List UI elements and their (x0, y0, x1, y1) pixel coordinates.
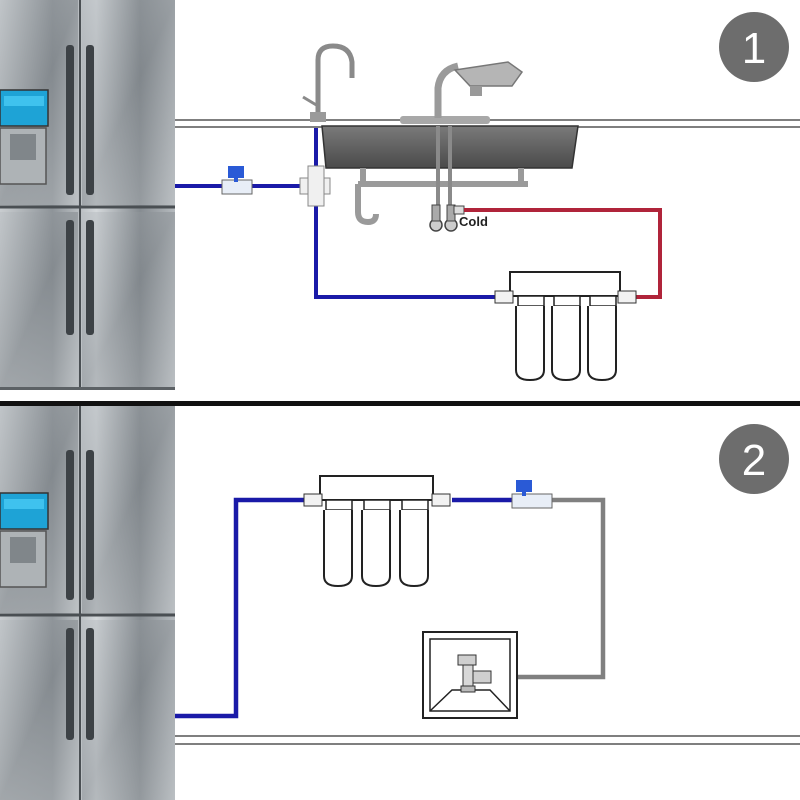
cold-water-line (316, 198, 495, 297)
refrigerator (0, 406, 175, 800)
door-handle (86, 220, 94, 335)
fridge-display (0, 493, 48, 529)
step-number: 2 (742, 436, 766, 485)
cold-water-line (175, 500, 305, 716)
filter-system (304, 476, 450, 586)
door-handle (86, 450, 94, 600)
ball-valve (222, 166, 252, 194)
step-number: 1 (742, 24, 766, 73)
door-handle (86, 628, 94, 740)
step-badge: 1 (719, 12, 789, 82)
ball-valve (512, 480, 552, 508)
door-handle (86, 45, 94, 195)
door-handle (66, 220, 74, 335)
door-handle (66, 45, 74, 195)
wall-outlet-box (423, 632, 517, 718)
step-badge: 2 (719, 424, 789, 494)
panel-2: 2 (0, 406, 800, 800)
angle-stop-valve (430, 205, 442, 231)
fridge-display (0, 90, 48, 126)
filter-system (495, 272, 636, 380)
tee-fitting (300, 166, 330, 206)
kitchen-faucet (400, 62, 522, 124)
panel-divider (0, 401, 800, 406)
door-handle (66, 628, 74, 740)
drinking-water-faucet (303, 46, 352, 122)
door-handle (66, 450, 74, 600)
cold-label: Cold (459, 214, 488, 229)
panel-1: Cold (0, 0, 800, 390)
refrigerator (0, 0, 175, 390)
